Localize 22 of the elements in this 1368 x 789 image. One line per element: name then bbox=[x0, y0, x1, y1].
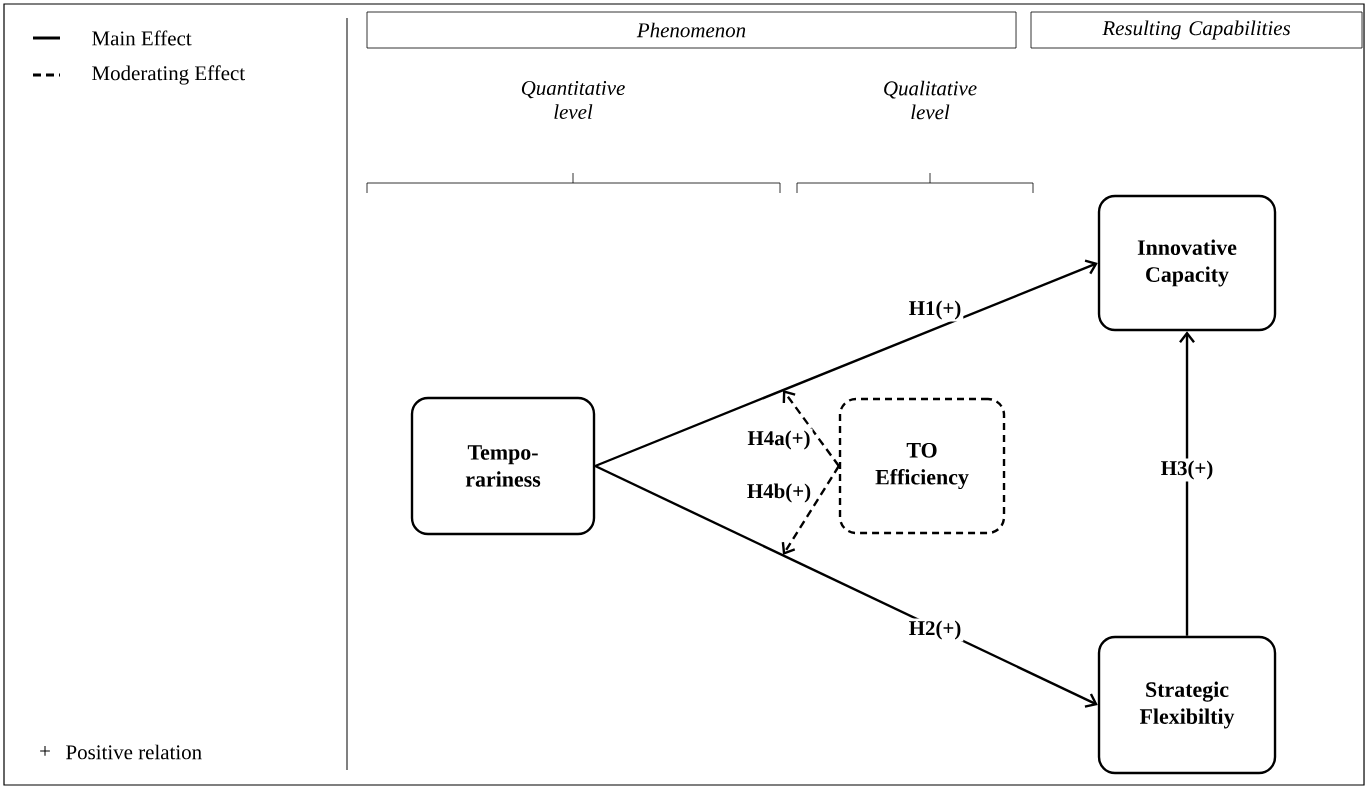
arrow bbox=[781, 465, 840, 555]
note-text: Positive relation bbox=[66, 744, 202, 760]
arrow bbox=[782, 390, 840, 467]
construct-box: Innovative Capacity bbox=[1097, 194, 1277, 332]
arrow bbox=[594, 464, 1098, 708]
edge-label: H2(+) bbox=[906, 618, 964, 642]
plus-sign: + bbox=[40, 746, 50, 756]
arrow bbox=[1179, 331, 1195, 636]
arrow bbox=[594, 259, 1098, 468]
legend-text: Moderating Effect bbox=[92, 65, 245, 85]
construct-box: Tempo- rariness bbox=[410, 396, 596, 536]
header-box: Phenomenon bbox=[366, 11, 1017, 49]
moderator-box: TO Efficiency bbox=[838, 397, 1006, 535]
legend-text: Main Effect bbox=[92, 30, 192, 46]
level-label: Quantitative level bbox=[521, 81, 625, 119]
construct-box: Strategic Flexibiltiy bbox=[1097, 635, 1277, 775]
edge-label: H4b(+) bbox=[744, 481, 814, 505]
level-label: Qualitative level bbox=[884, 80, 977, 120]
edge-label: H4a(+) bbox=[745, 428, 813, 452]
edge-label: H1(+) bbox=[906, 298, 964, 322]
header-box: Resulting Capabilities bbox=[1030, 11, 1363, 49]
edge-label: H3(+) bbox=[1158, 458, 1216, 482]
